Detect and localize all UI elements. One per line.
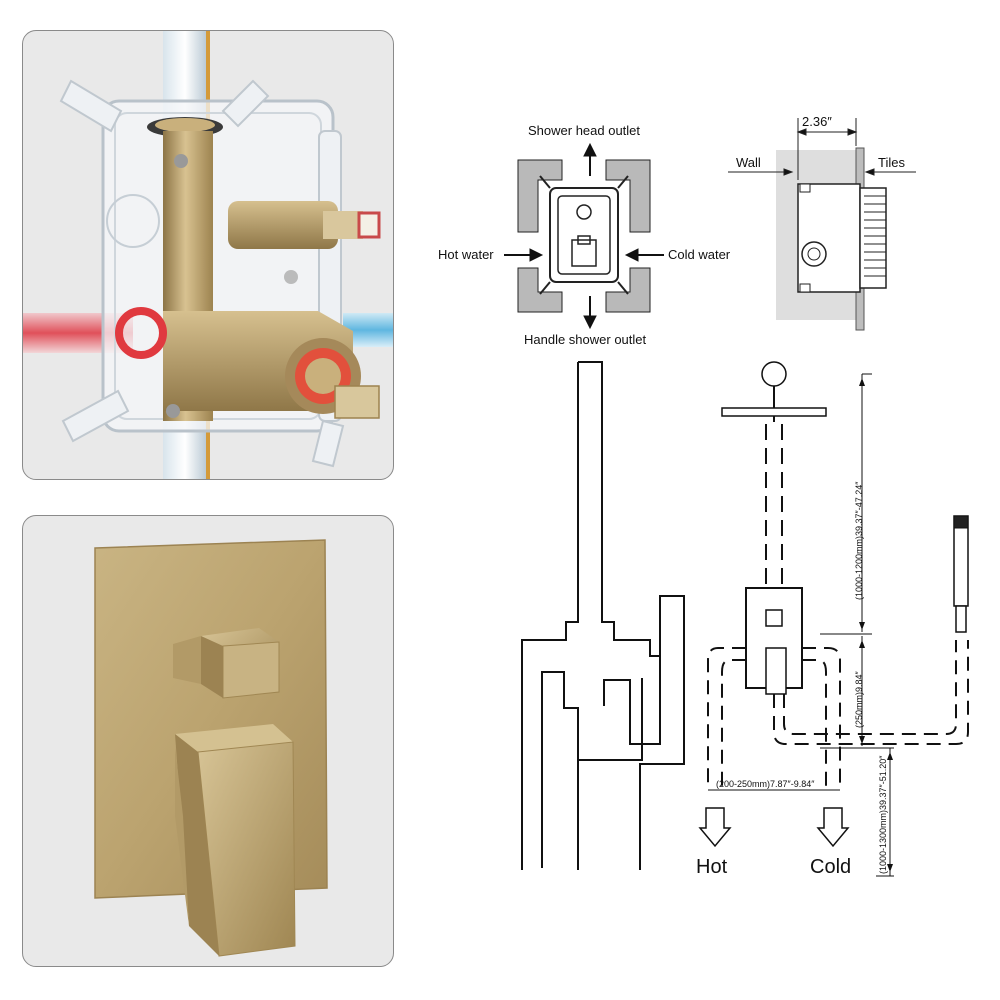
shower-head-icon <box>761 361 787 387</box>
dimension-arrowheads <box>859 378 893 872</box>
trim-plate-illustration <box>94 539 328 957</box>
depth-dimension-label: 2.36″ <box>802 114 832 129</box>
cold-water-label: Cold water <box>668 247 731 262</box>
valve-body-photo <box>22 30 394 480</box>
handle-shower-outlet-label: Handle shower outlet <box>524 332 647 347</box>
hot-label: Hot <box>696 856 728 878</box>
hot-water-label: Hot water <box>438 247 494 262</box>
valve-front-view <box>517 159 651 313</box>
shower-head-outlet-label: Shower head outlet <box>528 123 640 138</box>
head-height-dimension: (1000-1200mm)39.37″-47.24″ <box>854 481 864 600</box>
handle-height-dimension: (250mm)9.84″ <box>854 670 864 728</box>
floor-height-dimension: (1000-1300mm)39.37″-51.20″ <box>878 755 888 874</box>
plumbing-layout <box>698 361 969 877</box>
hand-shower-icon <box>953 515 969 607</box>
cold-label: Cold <box>810 856 851 878</box>
trim-outline <box>521 361 685 870</box>
valve-body-illustration <box>23 31 393 479</box>
inlet-spacing-dimension: (200-250mm)7.87″-9.84″ <box>716 779 815 789</box>
flow-arrows <box>504 142 664 330</box>
trim-plate-photo <box>22 515 394 967</box>
installation-diagram: Shower head outlet Hot water Cold water … <box>438 114 969 878</box>
hot-inlet-arrow-icon <box>698 807 732 848</box>
wall-label: Wall <box>736 155 761 170</box>
diverter-cartridge <box>228 201 338 249</box>
mounting-ear-icon <box>59 79 123 133</box>
tiles-label: Tiles <box>878 155 905 170</box>
valve-side-view <box>728 118 916 331</box>
cold-inlet-arrow-icon <box>816 807 850 848</box>
